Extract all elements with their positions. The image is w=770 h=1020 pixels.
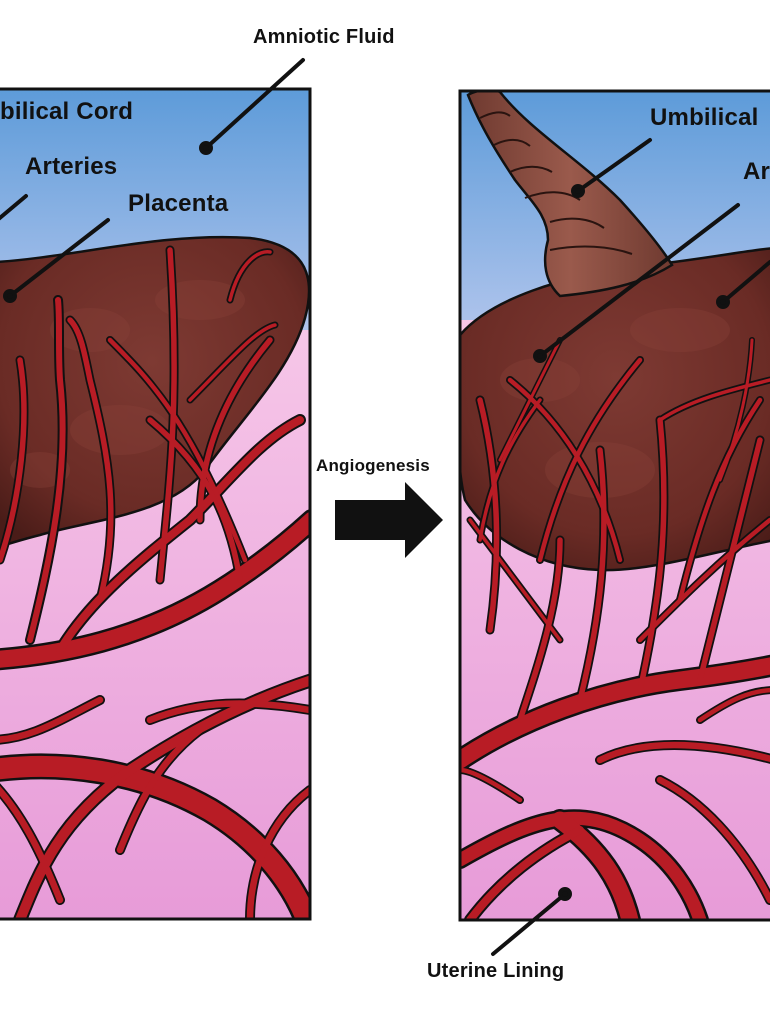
- umbilical-label-right: Umbilical: [650, 104, 759, 131]
- angiogenesis-label: Angiogenesis: [316, 456, 430, 475]
- leader-amniotic-fluid: [204, 58, 305, 150]
- left-panel-before: [0, 87, 312, 921]
- leader-umbilical-right: [576, 138, 652, 193]
- right-panel-border: [458, 89, 770, 922]
- leader-placenta-left: [8, 218, 110, 298]
- placenta-label-left: Placenta: [128, 190, 229, 217]
- uterine-lining-label: Uterine Lining: [427, 960, 565, 982]
- arteries-left: [0, 245, 310, 919]
- leader-lines: [0, 58, 770, 956]
- leader-uterine-lining: [491, 892, 567, 956]
- arteries-right: [460, 337, 770, 920]
- arteries-label-left: Arteries: [25, 153, 118, 180]
- left-panel-border: [0, 87, 312, 921]
- umbilical-cord-label-left: bilical Cord: [0, 98, 134, 125]
- leader-arteries-left: [0, 194, 28, 221]
- leader-placenta-right: [721, 260, 770, 304]
- angiogenesis-arrow: [335, 482, 443, 558]
- arteries-label-right: Ar: [743, 158, 770, 185]
- leader-arteries-right: [538, 203, 740, 358]
- amniotic-fluid-label: Amniotic Fluid: [253, 26, 395, 48]
- right-panel-after: [458, 89, 770, 922]
